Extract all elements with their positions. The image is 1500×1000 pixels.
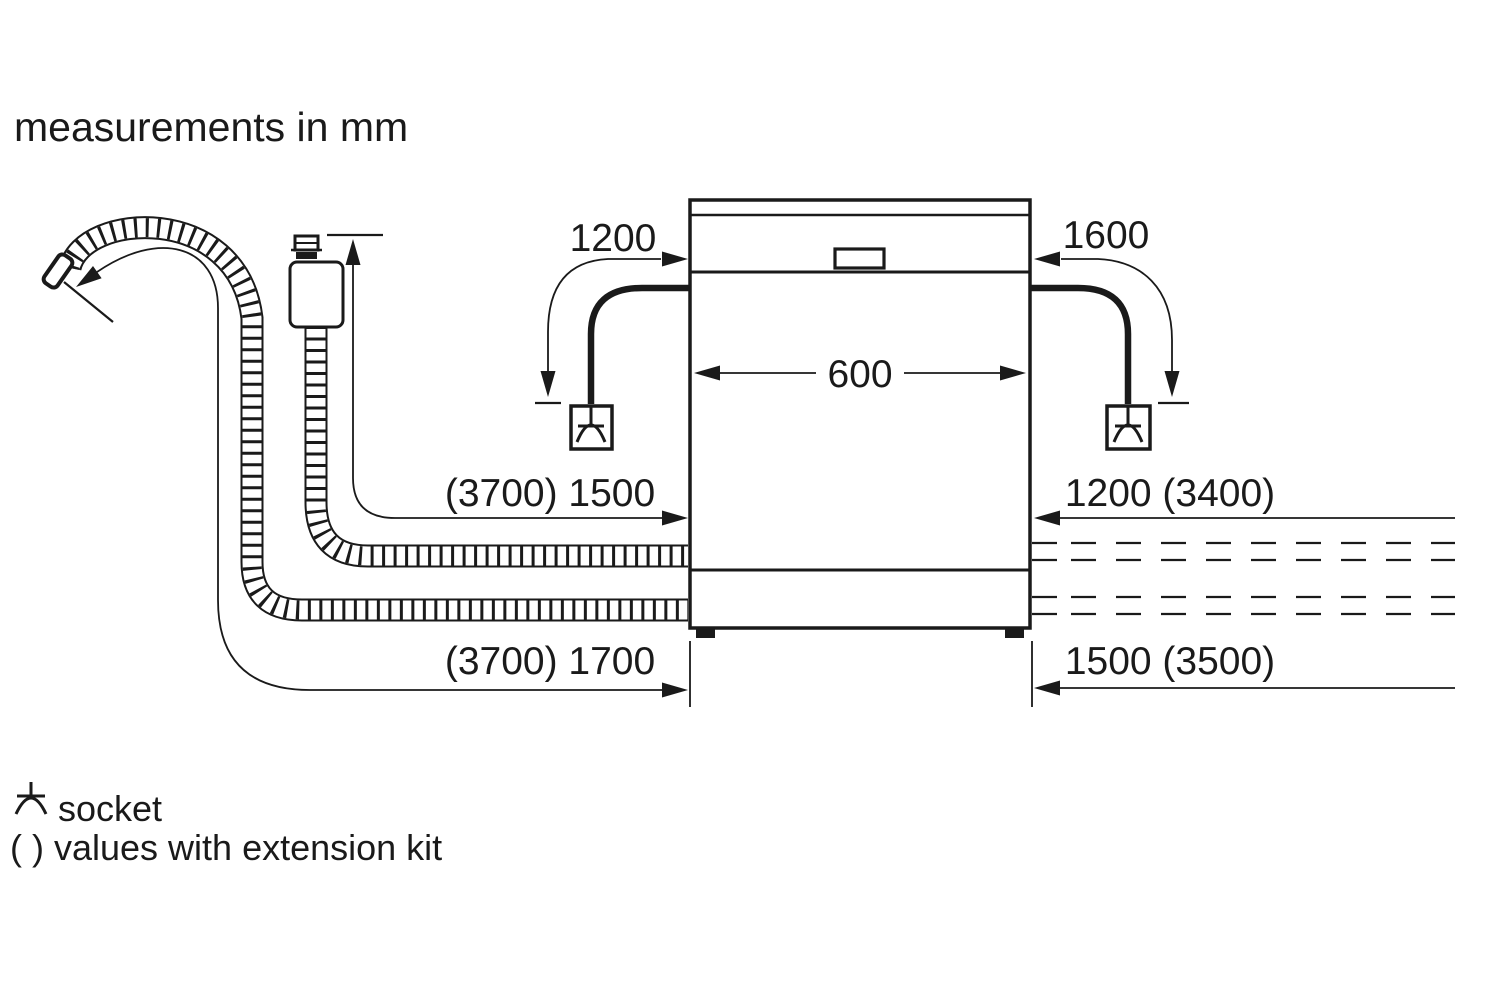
display-window [833,247,886,270]
dim-appliance-width: 600 [694,353,1026,396]
drain-hose [41,228,688,610]
dim-label-supply-hose-right: 1200 (3400) [1065,472,1275,515]
legend-extension-note: ( ) values with extension kit [10,827,442,868]
power-cord-right [1030,284,1132,404]
dim-label-supply-hose-left: (3700) 1500 [445,472,655,515]
socket-icon [14,782,48,815]
supply-hose [316,326,688,556]
foot-right [1005,628,1024,638]
socket-box-left [569,404,614,451]
dim-label-power-cord-left: 1200 [570,217,657,260]
aquastop-valve [288,234,345,329]
dim-power-cord-right: 1600 [1034,214,1189,405]
socket-box-right [1105,404,1152,451]
power-cord-left [587,284,690,404]
dim-supply-hose-left: (3700) 1500 [327,233,688,526]
dim-label-drain-hose-right: 1500 (3500) [1065,640,1275,683]
drain-hose-end-cap [41,252,75,290]
socket-icon [1112,406,1144,443]
aquastop-body [288,260,345,329]
socket-icon [575,406,607,443]
extension-hoses-right [1032,541,1455,616]
dim-power-cord-left: 1200 [535,217,688,405]
page-title: measurements in mm [14,104,408,150]
dim-drain-hose-right: 1500 (3500) [1034,640,1455,696]
dim-label-drain-hose-left: (3700) 1700 [445,640,655,683]
dim-label-power-cord-right: 1600 [1063,214,1150,257]
dim-label-appliance-width: 600 [827,353,892,396]
dim-drain-hose-left: (3700) 1700 [63,247,688,698]
dishwasher [688,198,1032,638]
legend: socket ( ) values with extension kit [10,782,442,868]
dim-supply-hose-right: 1200 (3400) [1034,472,1455,526]
legend-socket-label: socket [58,788,162,829]
foot-left [696,628,715,638]
